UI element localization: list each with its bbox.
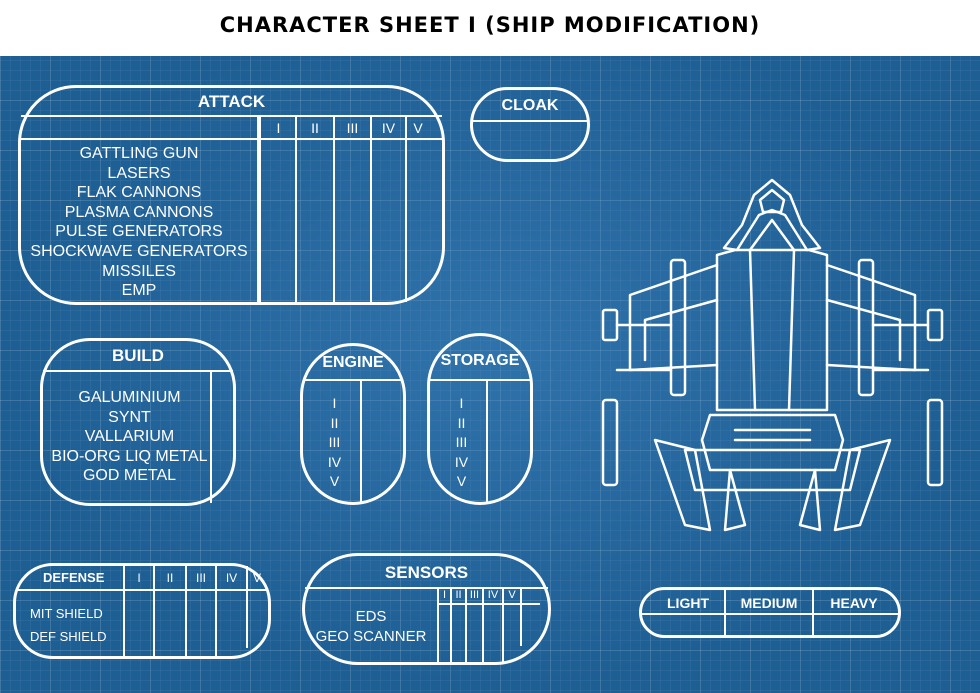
ship-class-panel: LIGHT MEDIUM HEAVY bbox=[639, 587, 901, 638]
sensors-level-4: IV bbox=[487, 589, 499, 601]
cloak-panel: CLOAK bbox=[470, 87, 590, 162]
defense-col-line bbox=[185, 566, 187, 656]
engine-level: IV bbox=[327, 453, 342, 470]
attack-col-line bbox=[333, 115, 335, 302]
sensors-panel: SENSORS I II III IV V EDS GEO SCANNER bbox=[302, 553, 551, 665]
cloak-divider bbox=[473, 120, 587, 122]
defense-col-line bbox=[246, 566, 248, 648]
attack-level-2: II bbox=[311, 120, 319, 136]
attack-subheader-line bbox=[21, 138, 442, 140]
engine-divider bbox=[360, 379, 362, 502]
attack-col-line bbox=[405, 115, 407, 302]
sensors-header-line bbox=[305, 587, 548, 589]
ship-class-col-line bbox=[724, 590, 726, 635]
ship-class-header-line bbox=[642, 613, 898, 615]
engine-level: I bbox=[332, 395, 337, 411]
build-title: BUILD bbox=[112, 346, 164, 365]
attack-header-line bbox=[21, 115, 442, 117]
sensors-col-line bbox=[450, 587, 452, 662]
defense-level-5: V bbox=[252, 571, 261, 585]
attack-level-3: III bbox=[346, 120, 359, 136]
sensors-item: GEO SCANNER bbox=[315, 627, 427, 645]
engine-header-line bbox=[303, 379, 403, 381]
storage-title: STORAGE bbox=[440, 352, 520, 369]
attack-divider bbox=[257, 115, 261, 302]
attack-level-4: IV bbox=[381, 120, 396, 136]
sensors-item: EDS bbox=[355, 608, 387, 625]
defense-col-line bbox=[215, 566, 217, 656]
defense-level-1: I bbox=[137, 571, 141, 585]
storage-header-line bbox=[430, 379, 530, 381]
attack-item: EMP bbox=[121, 282, 157, 300]
attack-item: PULSE GENERATORS bbox=[55, 223, 223, 241]
ship-class-light: LIGHT bbox=[667, 595, 709, 611]
sensors-divider bbox=[437, 587, 439, 662]
engine-level: II bbox=[330, 414, 339, 431]
sensors-list: EDS GEO SCANNER bbox=[305, 607, 437, 646]
engine-level: III bbox=[328, 434, 341, 451]
build-item: VALLARIUM bbox=[84, 428, 175, 446]
sensors-level-1: I bbox=[442, 589, 447, 601]
defense-item: DEF SHIELD bbox=[30, 629, 107, 644]
cloak-title: CLOAK bbox=[501, 97, 559, 114]
build-list: GALUMINIUM SYNT VALLARIUM BIO-ORG LIQ ME… bbox=[43, 388, 216, 486]
sensors-col-line bbox=[520, 587, 522, 646]
ship-class-col-line bbox=[812, 590, 814, 635]
page-title: CHARACTER SHEET I (SHIP MODIFICATION) bbox=[0, 0, 980, 56]
defense-item: MIT SHIELD bbox=[30, 606, 103, 621]
sensors-level-3: III bbox=[469, 589, 480, 601]
defense-header-line bbox=[16, 589, 268, 591]
attack-col-line bbox=[370, 115, 372, 302]
sensors-level-5: V bbox=[508, 589, 516, 601]
build-panel: BUILD GALUMINIUM SYNT VALLARIUM BIO-ORG … bbox=[40, 338, 236, 506]
engine-panel: ENGINE I II III IV V bbox=[300, 343, 406, 505]
spaceship-blueprint bbox=[601, 178, 944, 532]
sensors-title: SENSORS bbox=[384, 563, 469, 582]
sensors-subheader-line bbox=[437, 603, 540, 605]
attack-panel: ATTACK I II III IV V GATTLING GUN LASERS… bbox=[18, 85, 445, 305]
defense-title: DEFENSE bbox=[43, 570, 105, 585]
engine-levels: I II III IV V bbox=[303, 394, 366, 492]
sensors-col-line bbox=[502, 587, 504, 662]
attack-col-line bbox=[295, 115, 297, 302]
storage-divider bbox=[486, 379, 488, 502]
defense-list: MIT SHIELD DEF SHIELD bbox=[30, 602, 107, 648]
defense-divider bbox=[123, 566, 125, 656]
attack-level-5: V bbox=[413, 120, 423, 136]
build-item: GOD METAL bbox=[82, 467, 177, 485]
build-item: SYNT bbox=[108, 408, 151, 426]
defense-level-3: III bbox=[195, 571, 206, 585]
storage-levels: I II III IV V bbox=[430, 394, 493, 492]
attack-item: FLAK CANNONS bbox=[76, 184, 202, 202]
defense-col-line bbox=[153, 566, 155, 656]
build-item: GALUMINIUM bbox=[78, 389, 181, 406]
storage-level: II bbox=[457, 414, 466, 431]
storage-level: I bbox=[459, 395, 464, 411]
ship-class-medium: MEDIUM bbox=[740, 595, 798, 611]
defense-level-2: II bbox=[166, 571, 174, 585]
build-divider bbox=[210, 370, 212, 503]
sensors-level-2: II bbox=[455, 589, 462, 601]
engine-level: V bbox=[329, 473, 340, 490]
attack-title: ATTACK bbox=[197, 92, 266, 111]
attack-item: PLASMA CANNONS bbox=[64, 203, 214, 221]
build-header-line bbox=[43, 370, 233, 372]
engine-title: ENGINE bbox=[322, 354, 384, 371]
attack-item: LASERS bbox=[107, 164, 171, 182]
attack-level-1: I bbox=[276, 120, 281, 136]
defense-panel: DEFENSE I II III IV V MIT SHIELD DEF SHI… bbox=[13, 563, 271, 659]
ship-class-heavy: HEAVY bbox=[830, 595, 878, 611]
storage-level: IV bbox=[454, 453, 469, 470]
attack-item: GATTLING GUN bbox=[79, 145, 199, 162]
storage-level: III bbox=[455, 434, 468, 451]
sensors-col-line bbox=[465, 587, 467, 662]
defense-level-4: IV bbox=[225, 571, 238, 585]
build-item: BIO-ORG LIQ METAL bbox=[51, 447, 208, 465]
attack-item: MISSILES bbox=[102, 262, 176, 280]
attack-list: GATTLING GUN LASERS FLAK CANNONS PLASMA … bbox=[21, 144, 257, 301]
attack-item: SHOCKWAVE GENERATORS bbox=[30, 242, 248, 260]
sensors-col-line bbox=[482, 587, 484, 662]
storage-panel: STORAGE I II III IV V bbox=[427, 333, 533, 505]
storage-level: V bbox=[456, 473, 467, 490]
